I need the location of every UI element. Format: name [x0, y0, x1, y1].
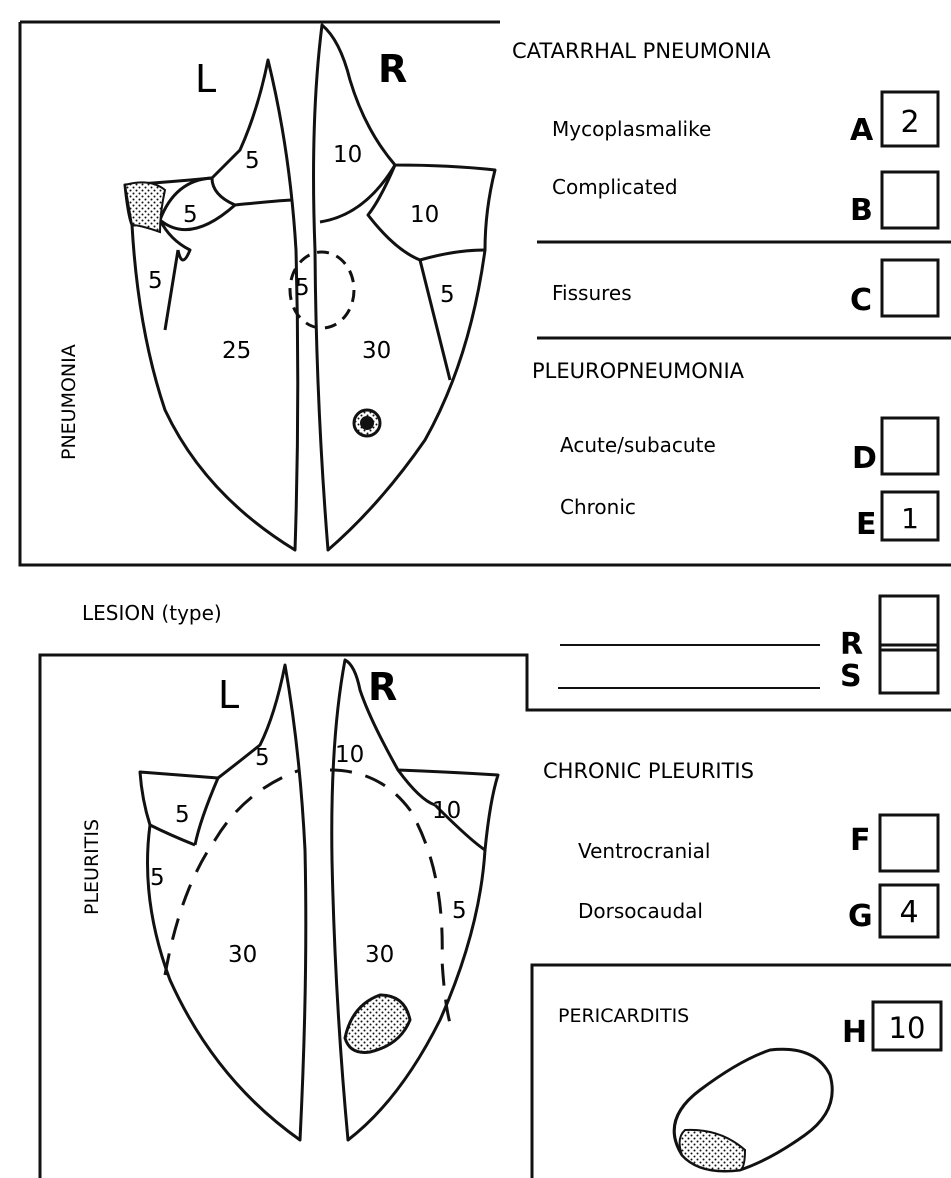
heart-lesion: [680, 1130, 745, 1171]
mycoplasmalike-label: Mycoplasmalike: [552, 117, 711, 141]
chronic-pleuritis-heading: CHRONIC PLEURITIS: [543, 759, 754, 783]
pleuropneumonia-heading: PLEUROPNEUMONIA: [532, 359, 745, 383]
pneumonia-left-lung-letter: L: [195, 57, 216, 101]
pleuritis-right-lung: [332, 660, 498, 1140]
pneumonia-score-left-cranial: 5: [148, 268, 163, 294]
pleuritis-left-lung-letter: L: [218, 673, 239, 717]
pneumonia-score-left-apical: 5: [245, 148, 260, 174]
dorsocaudal-label: Dorsocaudal: [578, 899, 703, 923]
code-s: S: [840, 659, 862, 694]
pneumonia-score-left-cardiac: 5: [183, 202, 198, 228]
lesion-label: LESION (type): [82, 601, 222, 625]
pericarditis-label: PERICARDITIS: [558, 1005, 689, 1027]
score-box-c[interactable]: [882, 260, 938, 316]
code-b: B: [850, 193, 873, 228]
pneumonia-score-left-caudal: 25: [222, 338, 251, 364]
pneumonia-score-accessory: 5: [295, 275, 310, 301]
acute-subacute-label: Acute/subacute: [560, 433, 716, 457]
pleuritis-right-lesion: [345, 995, 410, 1052]
code-f: F: [850, 823, 871, 858]
pneumonia-left-lesion: [125, 182, 165, 232]
catarrhal-pneumonia-section: CATARRHAL PNEUMONIA Mycoplasmalike A 2 C…: [512, 39, 951, 242]
pleuritis-score-right-apical: 10: [335, 742, 364, 768]
fissures-section: Fissures C: [537, 260, 951, 338]
score-value-h: 10: [889, 1011, 926, 1045]
score-value-g: 4: [899, 895, 918, 930]
chronic-label: Chronic: [560, 495, 636, 519]
pericarditis-section: PERICARDITIS H 10: [532, 965, 951, 1178]
score-box-f[interactable]: [880, 815, 938, 871]
pleuritis-left-lung: [140, 665, 306, 1140]
pleuropneumonia-section: PLEUROPNEUMONIA Acute/subacute D Chronic…: [532, 359, 938, 542]
pleuritis-right-lung-letter: R: [368, 665, 397, 709]
pleuritis-score-left-caudal: 30: [228, 942, 257, 968]
code-e: E: [856, 507, 877, 542]
score-box-d[interactable]: [882, 418, 938, 474]
pleuritis-score-left-cranial: 5: [150, 865, 165, 891]
score-box-r[interactable]: [880, 596, 938, 650]
catarrhal-heading: CATARRHAL PNEUMONIA: [512, 39, 771, 63]
pneumonia-right-lung: [314, 25, 495, 550]
pleuritis-score-right-cardiac: 10: [432, 798, 461, 824]
pneumonia-right-lung-letter: R: [378, 47, 407, 91]
complicated-label: Complicated: [552, 175, 678, 199]
fissures-label: Fissures: [552, 281, 632, 305]
pneumonia-score-right-cardiac: 10: [410, 202, 439, 228]
pleuritis-score-right-caudal: 30: [365, 942, 394, 968]
pleuritis-side-label: PLEURITIS: [81, 819, 103, 915]
code-g: G: [848, 899, 873, 934]
pneumonia-score-right-cranial: 5: [440, 282, 455, 308]
code-h: H: [842, 1015, 867, 1050]
pneumonia-panel: PNEUMONIA L R 5 5 5 25 10: [20, 22, 951, 565]
lesion-section: LESION (type) R S: [82, 596, 938, 694]
pneumonia-left-lung: [125, 60, 298, 550]
heart-diagram: [674, 1049, 832, 1171]
code-a: A: [850, 113, 874, 148]
ventrocranial-label: Ventrocranial: [578, 839, 711, 863]
score-box-s[interactable]: [880, 645, 938, 693]
code-r: R: [840, 627, 863, 662]
chronic-pleuritis-section: CHRONIC PLEURITIS Ventrocranial F Dorsoc…: [543, 759, 938, 937]
score-value-e: 1: [901, 502, 919, 535]
pneumonia-score-right-apical: 10: [333, 142, 362, 168]
pneumonia-side-label: PNEUMONIA: [58, 344, 80, 460]
pleuritis-score-left-cardiac: 5: [175, 802, 190, 828]
pneumonia-score-right-caudal: 30: [362, 338, 391, 364]
score-box-b[interactable]: [882, 172, 938, 228]
code-d: D: [852, 441, 877, 476]
pleuritis-score-right-cranial: 5: [452, 898, 467, 924]
pleuritis-panel: PLEURITIS L R 5 5 5 30 10 10 30 5: [40, 655, 951, 1178]
code-c: C: [850, 283, 872, 318]
score-value-a: 2: [900, 105, 919, 140]
pleuritis-score-left-apical: 5: [255, 745, 270, 771]
